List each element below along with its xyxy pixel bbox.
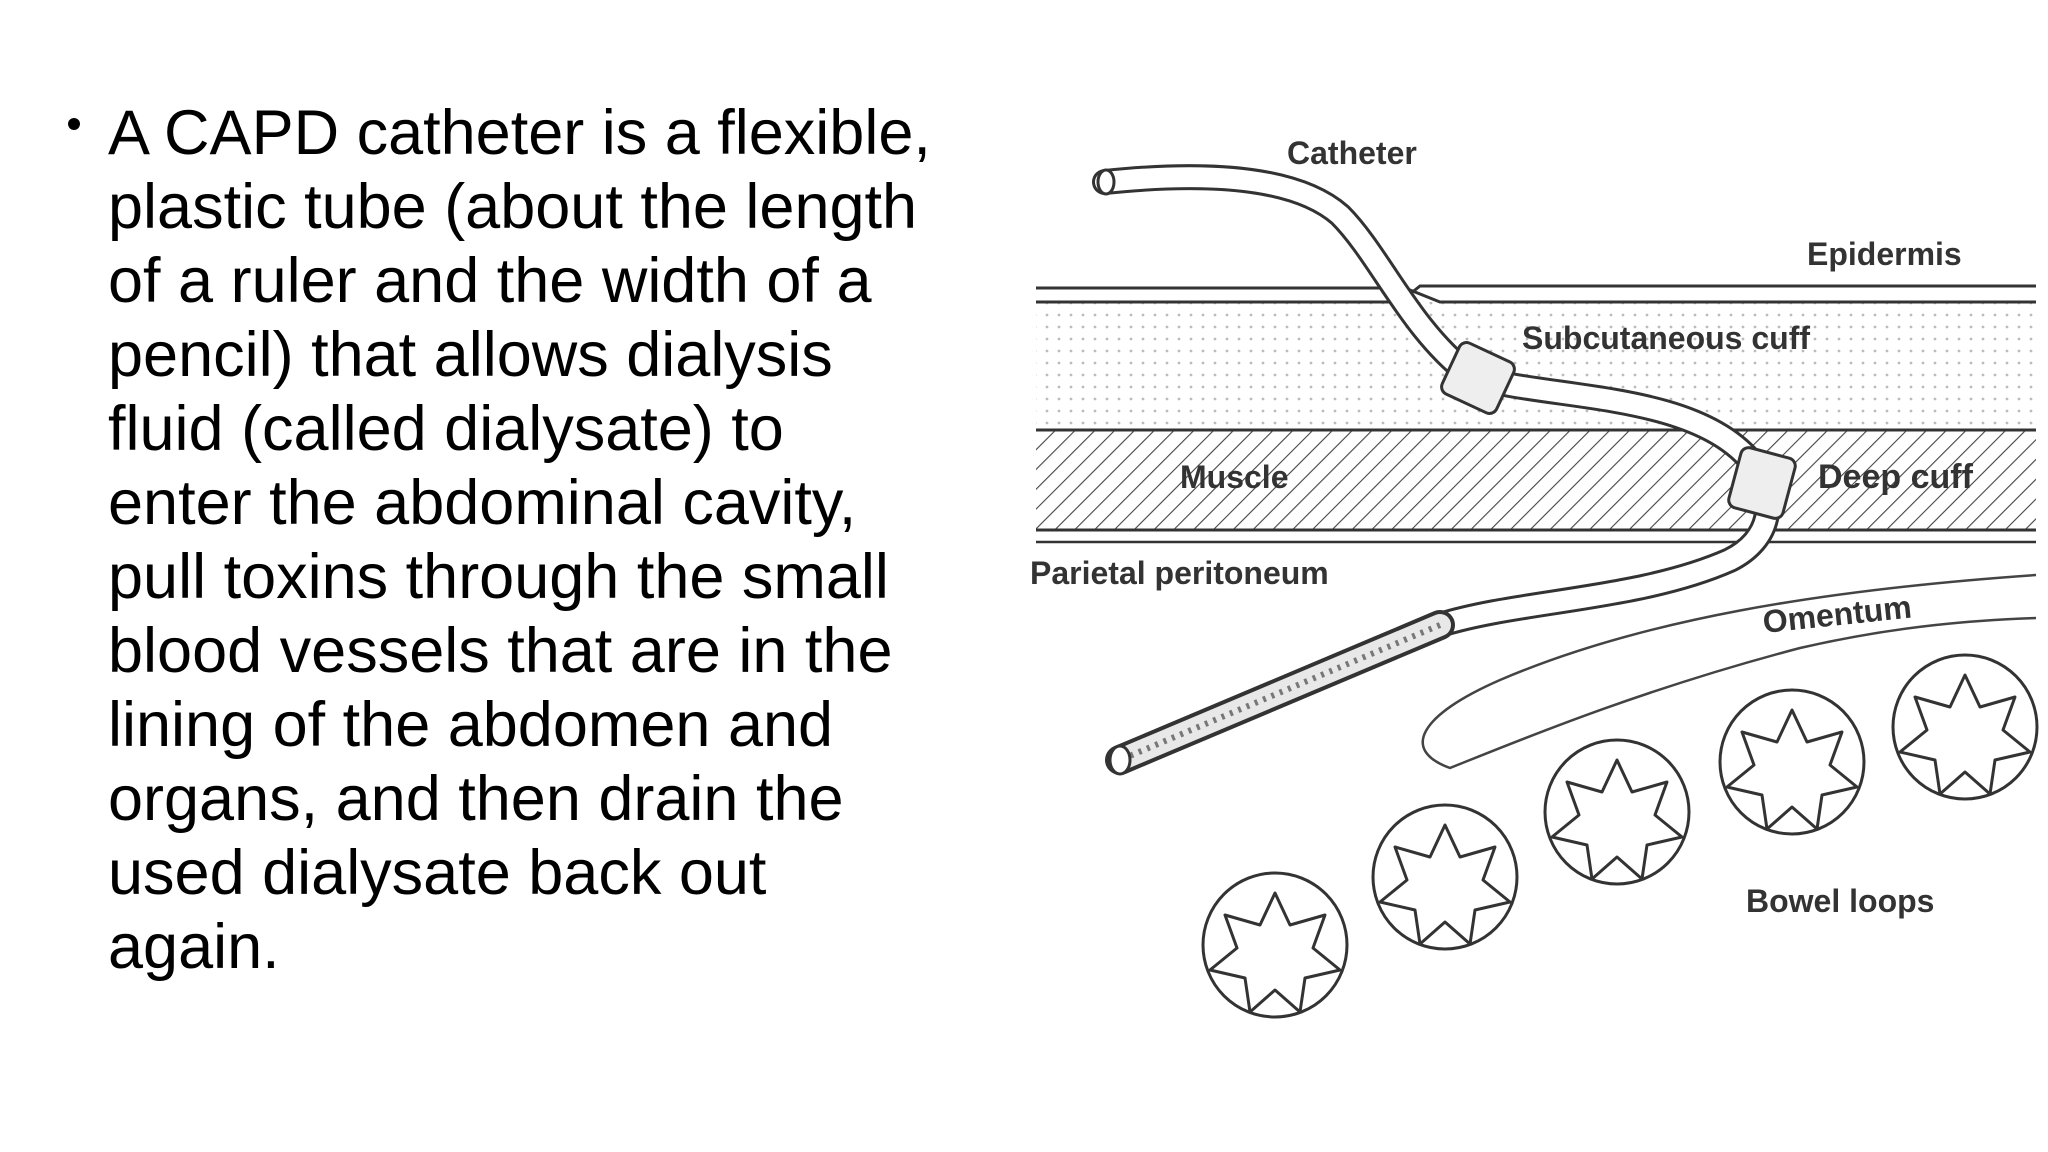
label-omentum: Omentum: [1761, 589, 1913, 640]
label-parietal-peritoneum: Parietal peritoneum: [1030, 555, 1329, 591]
deep-cuff: [1727, 446, 1797, 520]
bowel-loop: [1371, 803, 1519, 951]
label-muscle: Muscle: [1180, 459, 1288, 495]
bullet-line: blood vessels that are in the: [108, 616, 893, 686]
label-epidermis: Epidermis: [1807, 236, 1962, 272]
label-deep-cuff: Deep cuff: [1818, 458, 1974, 496]
bullet-line: enter the abdominal cavity,: [108, 468, 857, 538]
bullet-line: again.: [108, 912, 280, 982]
bullet-text: A CAPD catheter is a flexible, plastic t…: [108, 96, 1048, 984]
omentum-curve: [1421, 573, 2037, 770]
bullet-line: plastic tube (about the length: [108, 172, 918, 242]
label-bowel-loops: Bowel loops: [1746, 883, 1934, 919]
bullet-line: used dialysate back out: [108, 838, 767, 908]
bullet-dot-icon: [68, 118, 80, 130]
bullet-line: pencil) that allows dialysis: [108, 320, 833, 390]
catheter-tip: [1118, 622, 1442, 763]
label-subcutaneous-cuff: Subcutaneous cuff: [1522, 320, 1810, 356]
bullet-line: pull toxins through the small: [108, 542, 889, 612]
bullet-line: fluid (called dialysate) to: [108, 394, 784, 464]
bowel-loop: [1201, 871, 1349, 1019]
epidermis-line: [1036, 286, 2036, 304]
label-catheter: Catheter: [1287, 135, 1417, 171]
bullet-line: lining of the abdomen and: [108, 690, 834, 760]
capd-catheter-diagram: Catheter Epidermis Subcutaneous cuff Mus…: [1030, 135, 2039, 1019]
bullet-line: A CAPD catheter is a flexible,: [108, 98, 931, 168]
bowel-loop: [1543, 738, 1691, 886]
bowel-loop: [1718, 688, 1866, 836]
catheter-tip-end: [1108, 744, 1132, 776]
bullet-line: organs, and then drain the: [108, 764, 844, 834]
muscle-layer: [1036, 430, 2036, 530]
catheter-end: [1096, 168, 1116, 196]
subcutaneous-layer: [1036, 302, 2036, 430]
catheter-tube: [1095, 167, 1480, 385]
bullet-line: of a ruler and the width of a: [108, 246, 872, 316]
bowel-loop: [1891, 653, 2039, 801]
subcutaneous-cuff: [1440, 341, 1516, 415]
